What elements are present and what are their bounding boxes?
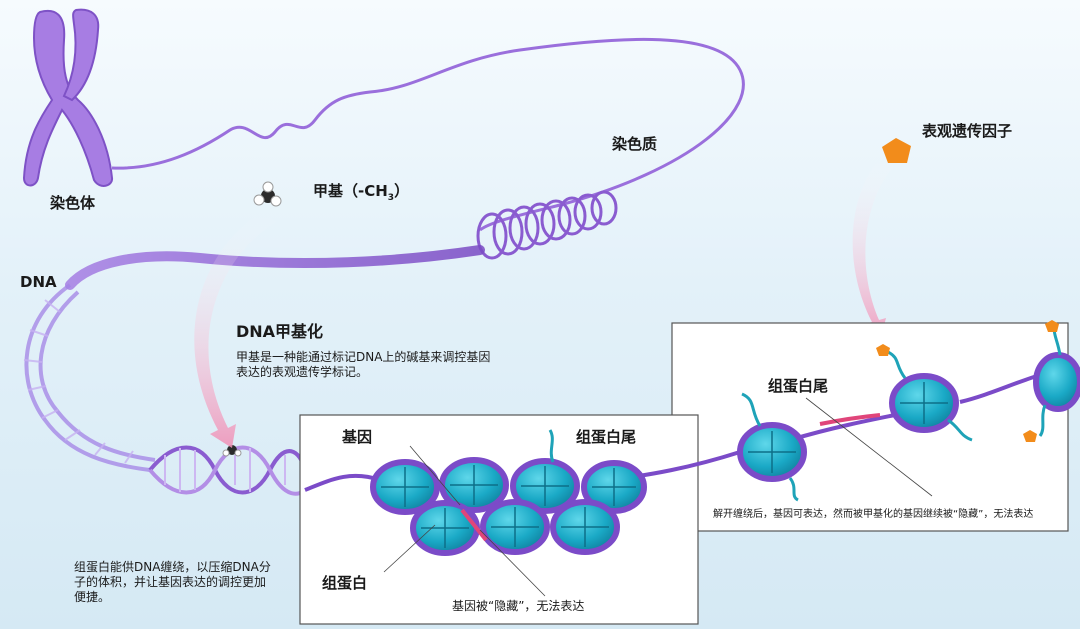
- dna-double-helix-rungs: [164, 448, 286, 492]
- leader-lines: [383, 397, 933, 597]
- histone-description: 组蛋白能供DNA缠绕，以压缩DNA分子的体积，并让基因表达的调控更加便捷。: [74, 560, 271, 604]
- dna-helix-rungs: [23, 299, 134, 464]
- methyl-label-suffix: ）: [394, 182, 410, 200]
- unwind-caption: 解开缠绕后，基因可表达，然而被甲基化的基因继续被“隐藏”，无法表达: [713, 509, 1034, 520]
- epigenetic-factor-icon: [882, 138, 911, 163]
- methylated-gene-segment: [460, 508, 488, 542]
- methyl-label: 甲基（-CH3）: [313, 180, 409, 203]
- methylated-segment: [819, 413, 881, 426]
- histone-tail: [788, 477, 799, 502]
- epigenetic-factor-icon: [1045, 320, 1059, 332]
- histone-label: 组蛋白: [322, 574, 368, 592]
- gene-hidden-caption: 基因被“隐藏”，无法表达: [452, 599, 585, 613]
- dna-linker-strand: [304, 370, 1051, 492]
- nucleosome: [439, 457, 509, 513]
- gene-label: 基因: [342, 428, 373, 446]
- nucleosome: [510, 458, 580, 514]
- chromatin-fiber: [65, 245, 485, 290]
- nucleosome: [889, 373, 959, 433]
- methyl-label-subscript: 3: [387, 193, 395, 203]
- nucleosome: [1033, 352, 1080, 412]
- histone-tail: [1038, 404, 1047, 437]
- dna-methylation-description: 甲基是一种能通过标记DNA上的碱基来调控基因表达的表观遗传学标记。: [236, 350, 491, 379]
- nucleosome: [581, 460, 647, 514]
- chromatin-coil: [476, 190, 618, 260]
- epigenetic-factor-icon: [1023, 430, 1037, 442]
- chromosome-label: 染色体: [50, 194, 96, 212]
- dna-label: DNA: [20, 273, 57, 291]
- right-panel-box: [671, 322, 1069, 532]
- methylation-arrow: [194, 212, 276, 448]
- epigenetic-factor-label: 表观遗传因子: [922, 122, 1013, 140]
- epigenetic-factor-arrow: [852, 158, 894, 342]
- nucleosome: [480, 499, 550, 555]
- methyl-molecule-icon: [253, 181, 282, 207]
- nucleosome: [550, 499, 620, 555]
- histone-tail-label-center: 组蛋白尾: [576, 428, 637, 446]
- nucleosome: [370, 459, 440, 515]
- chromatin-thin-strand: [111, 37, 745, 232]
- compacted-nucleosomes: [370, 429, 647, 556]
- dna-helix-coiled: [24, 283, 156, 472]
- chromatin-label: 染色质: [612, 135, 658, 153]
- nucleosome: [410, 500, 480, 556]
- open-nucleosomes: [737, 320, 1080, 502]
- histone-tail: [887, 350, 907, 379]
- methyl-on-dna-icon: [222, 445, 242, 457]
- nucleosome: [737, 422, 807, 482]
- dna-methylation-title: DNA甲基化: [236, 322, 324, 341]
- methyl-label-prefix: 甲基（-CH: [313, 182, 388, 200]
- histone-tail: [741, 392, 762, 427]
- histone-tail-label-right: 组蛋白尾: [768, 377, 829, 395]
- chromosome-shape: [22, 8, 113, 187]
- histone-tail: [947, 418, 973, 442]
- histone-tail: [548, 429, 555, 463]
- epigenetic-factor-icon: [876, 344, 890, 356]
